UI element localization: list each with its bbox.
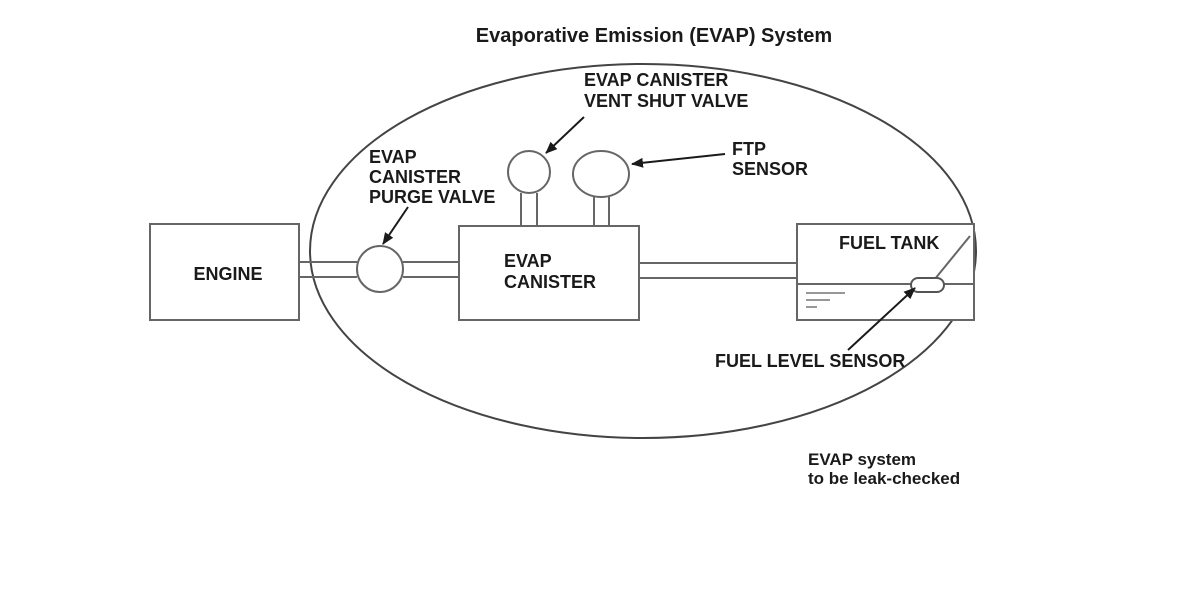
- leak-check-note: EVAP system to be leak-checked: [808, 450, 960, 488]
- ftp-sensor-oval: [572, 150, 630, 198]
- ftp-sensor-label: FTP SENSOR: [732, 139, 808, 179]
- vent-shut-valve-arrow: [545, 116, 585, 154]
- fuel-tank-box: [796, 223, 975, 321]
- engine-box: [149, 223, 300, 321]
- canister-label: EVAP CANISTER: [504, 251, 596, 292]
- engine-label: ENGINE: [193, 264, 262, 284]
- purge-valve-circle: [356, 245, 404, 293]
- purge-valve-label: EVAP CANISTER PURGE VALVE: [369, 147, 495, 207]
- purge-valve-arrow: [382, 206, 409, 245]
- diagram-title: Evaporative Emission (EVAP) System: [476, 25, 832, 47]
- vent-shut-valve-label: EVAP CANISTER VENT SHUT VALVE: [584, 70, 748, 111]
- ftp-sensor-arrow: [631, 153, 726, 168]
- fuel-tank-label: FUEL TANK: [839, 233, 939, 253]
- engine-purge-pipe: [299, 261, 357, 278]
- purge-canister-pipe: [403, 261, 459, 278]
- fuel-level-sensor-label: FUEL LEVEL SENSOR: [715, 351, 905, 371]
- fuel-level-float: [910, 235, 971, 293]
- vent-valve-stem: [520, 193, 538, 226]
- canister-tank-pipe: [639, 262, 797, 279]
- leak-check-boundary: [309, 63, 977, 439]
- fuel-level-sensor-arrow: [847, 287, 916, 351]
- ftp-sensor-stem: [593, 197, 610, 226]
- vent-shut-valve-circle: [507, 150, 551, 194]
- canister-box: [458, 225, 640, 321]
